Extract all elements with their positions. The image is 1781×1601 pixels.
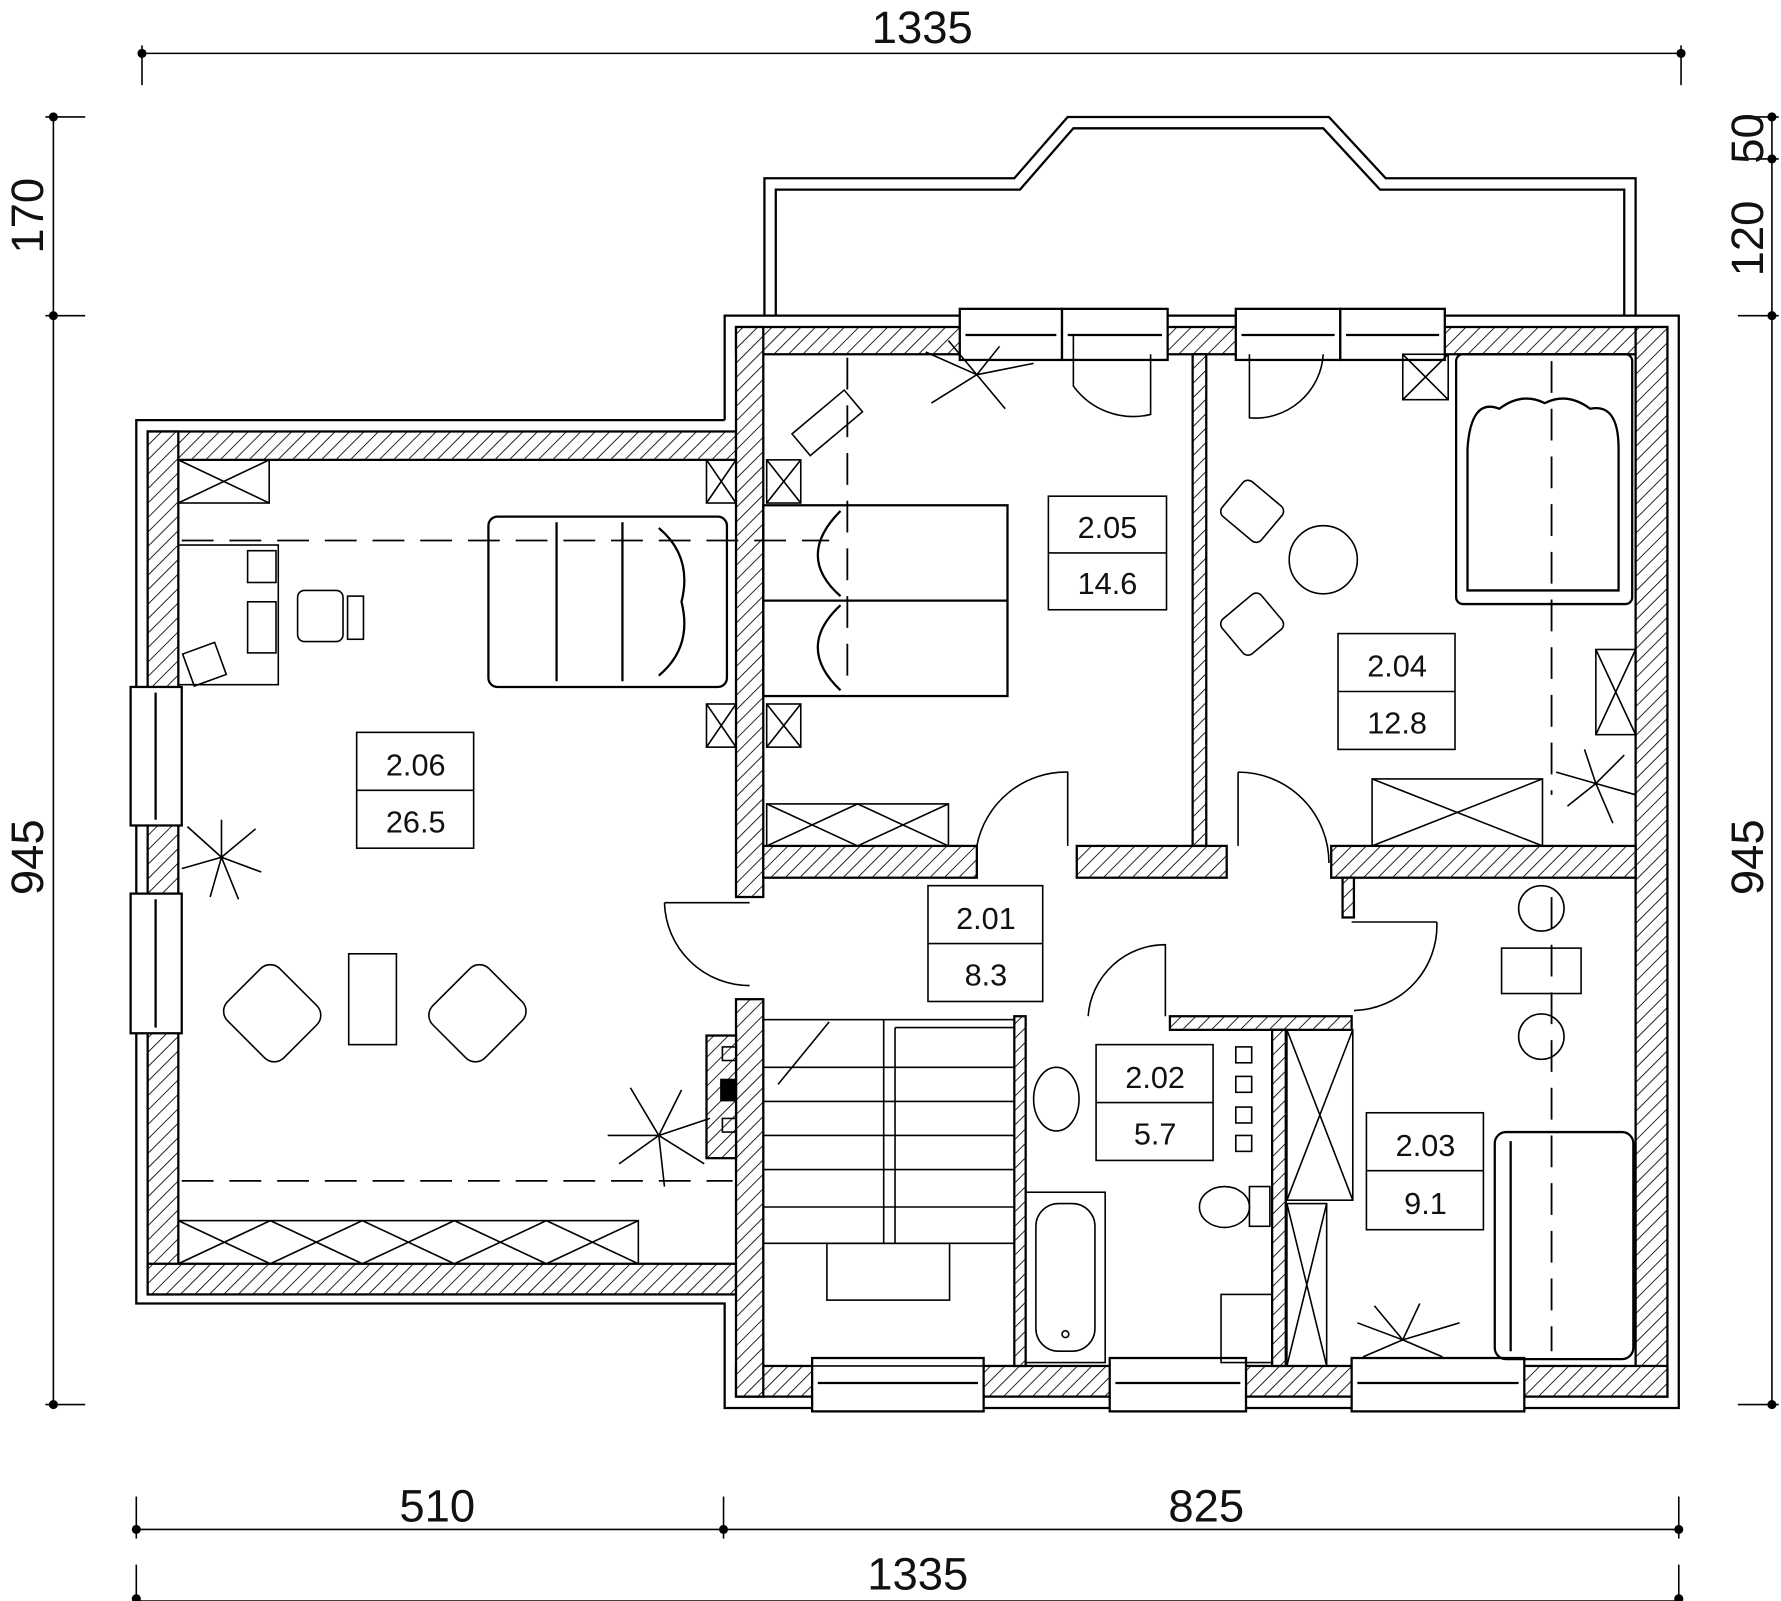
room-label-2-05: 2.05 14.6 bbox=[1047, 495, 1168, 611]
dim-top-total: 1335 bbox=[872, 2, 973, 53]
dim-bottom-left: 510 bbox=[399, 1481, 475, 1532]
room-area: 5.7 bbox=[1134, 1118, 1177, 1152]
room-label-2-06: 2.06 26.5 bbox=[355, 731, 475, 849]
room-area: 26.5 bbox=[386, 805, 446, 839]
room-number: 2.03 bbox=[1396, 1129, 1456, 1163]
dim-right-main: 945 bbox=[1722, 819, 1773, 895]
dim-left-upper: 170 bbox=[2, 178, 53, 254]
room-area: 9.1 bbox=[1404, 1187, 1447, 1221]
room-label-2-02: 2.02 5.7 bbox=[1095, 1043, 1214, 1162]
dim-bottom-total: 1335 bbox=[867, 1549, 968, 1600]
doors bbox=[663, 334, 1438, 1017]
dim-bottom-right: 825 bbox=[1168, 1481, 1244, 1532]
windows bbox=[129, 307, 1526, 1413]
furniture bbox=[177, 340, 1637, 1367]
room-number: 2.02 bbox=[1125, 1061, 1185, 1095]
plant-icons bbox=[181, 340, 1636, 1358]
walls bbox=[146, 325, 1669, 1398]
dim-right-upper: 120 bbox=[1722, 201, 1773, 277]
room-label-2-01: 2.01 8.3 bbox=[927, 884, 1044, 1003]
dimension-lines bbox=[45, 45, 1779, 1601]
roof-lines bbox=[181, 357, 1553, 1352]
dim-right-upper-small: 50 bbox=[1722, 113, 1773, 164]
room-number: 2.06 bbox=[386, 749, 446, 783]
room-number: 2.04 bbox=[1367, 650, 1427, 684]
dim-left-main: 945 bbox=[2, 819, 53, 895]
balcony bbox=[763, 115, 1637, 316]
room-number: 2.05 bbox=[1078, 511, 1138, 545]
room-area: 14.6 bbox=[1078, 567, 1138, 601]
room-area: 8.3 bbox=[965, 959, 1008, 993]
room-label-2-04: 2.04 12.8 bbox=[1337, 632, 1456, 751]
room-number: 2.01 bbox=[956, 902, 1016, 936]
room-area: 12.8 bbox=[1367, 707, 1427, 741]
room-label-2-03: 2.03 9.1 bbox=[1365, 1111, 1485, 1231]
